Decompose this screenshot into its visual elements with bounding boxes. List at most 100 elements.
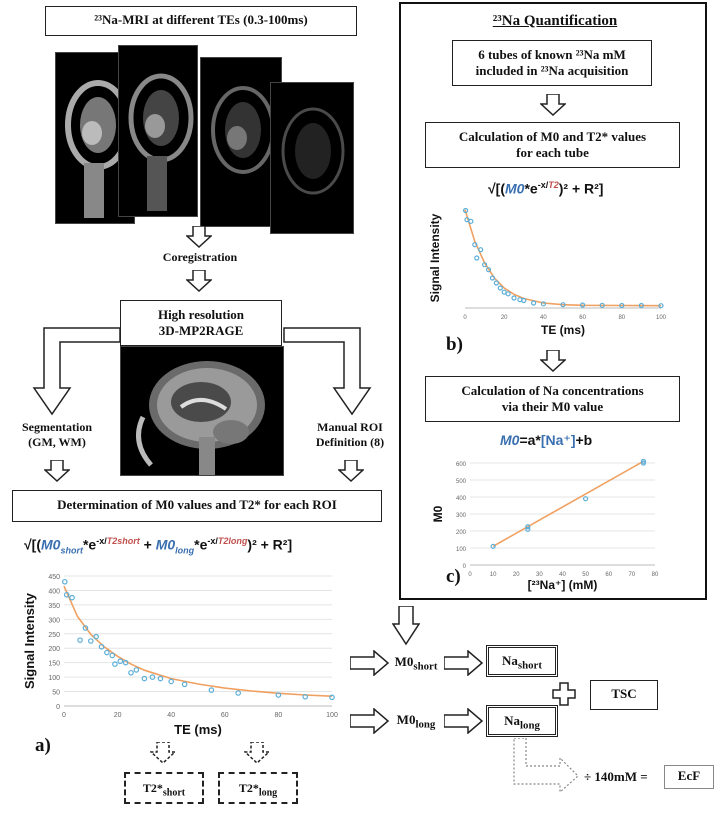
formula-a-m0long-sub: long: [175, 545, 195, 556]
nashort-sub: short: [517, 659, 542, 672]
data-point: [497, 285, 503, 291]
y-tick-label: 400: [48, 588, 60, 595]
tubes-line2: included in ²³Na acquisition: [475, 63, 629, 78]
data-point: [302, 693, 309, 700]
data-point: [157, 675, 164, 682]
t2long-box: T2*long: [218, 772, 298, 804]
data-point: [62, 578, 68, 585]
data-point: [599, 302, 605, 308]
x-tick-label: 80: [275, 712, 283, 719]
y-axis-title: Signal Intensity: [22, 592, 37, 689]
x-axis-title: TE (ms): [541, 323, 585, 337]
data-point: [474, 255, 480, 261]
data-point: [619, 302, 625, 309]
ecf-box: EcF: [664, 765, 714, 789]
y-tick-label: 0: [463, 564, 467, 570]
x-tick-label: 80: [652, 572, 659, 578]
x-tick-label: 50: [582, 572, 589, 578]
data-point: [88, 638, 94, 644]
mri-slice-4: [270, 82, 354, 234]
y-tick-label: 100: [456, 547, 467, 553]
formula-a-exp2-base: *e: [194, 536, 208, 553]
y-axis-title: M0: [431, 505, 445, 522]
quantification-panel: [399, 2, 707, 600]
arrow-right-m0short: [350, 650, 390, 676]
y-tick-label: 400: [456, 496, 467, 502]
data-point: [511, 295, 517, 301]
data-point: [149, 674, 156, 680]
y-tick-label: 350: [48, 603, 60, 610]
x-tick-label: 0: [468, 572, 472, 578]
coregistration-label: Coregistration: [162, 250, 238, 264]
segmentation-line1: Segmentation: [22, 420, 92, 434]
data-point: [181, 681, 188, 688]
arrow-down-seg: [44, 460, 70, 482]
calc-m0-line1: Calculation of M0 and T2* values: [458, 129, 647, 144]
manual-roi-line2: Definition (8): [315, 435, 385, 449]
data-point: [128, 669, 134, 676]
y-tick-label: 500: [456, 479, 467, 485]
nalong-text: Na: [504, 713, 521, 728]
tubes-box: 6 tubes of known ²³Na mM included in ²³N…: [452, 40, 652, 86]
segmentation-label: Segmentation (GM, WM): [14, 420, 100, 450]
tsc-box: TSC: [590, 680, 658, 710]
x-tick-label: 0: [463, 315, 467, 321]
data-point: [521, 297, 527, 304]
data-point: [640, 460, 647, 466]
formula-c: M0=a*[Na⁺]+b: [500, 432, 592, 449]
arrow-down-roi: [338, 460, 364, 482]
arrow-down-t2short: [150, 742, 176, 764]
formula-a-plus: +: [139, 536, 156, 553]
data-point: [638, 302, 644, 309]
mri-te-title: ²³Na-MRI at different TEs (0.3-100ms): [94, 12, 308, 27]
data-point: [583, 496, 589, 502]
formula-a-exp2: T2long: [217, 536, 248, 546]
x-tick-label: 100: [656, 315, 667, 321]
data-point: [122, 659, 129, 666]
nashort-text: Na: [502, 653, 518, 668]
x-axis-title: [²³Na⁺] (mM): [528, 578, 598, 592]
m0short-sub: short: [413, 660, 438, 673]
arrow-right-nashort: [444, 650, 484, 676]
x-tick-label: 20: [501, 315, 508, 321]
formula-a-exp1-pre: -x/: [96, 536, 107, 546]
formula-a-suffix: )² + R²]: [247, 536, 293, 553]
formula-c-na: [Na⁺]: [540, 432, 576, 448]
m0long-label: M0long: [390, 712, 442, 733]
data-point: [109, 652, 116, 659]
formula-c-m0: M0: [500, 432, 520, 448]
formula-b-exp-pre: -x/: [537, 180, 549, 190]
panel-label-a: a): [35, 735, 51, 756]
calc-na-line1: Calculation of Na concentrations: [461, 383, 644, 398]
arrow-bent-left: [32, 327, 121, 416]
data-point: [493, 280, 499, 286]
fit-line: [464, 209, 662, 307]
data-point: [63, 591, 70, 598]
data-point: [525, 524, 531, 530]
y-tick-label: 200: [456, 530, 467, 536]
x-tick-label: 40: [167, 712, 175, 719]
m0short-label: M0short: [390, 654, 442, 675]
nalong-box: Nalong: [486, 705, 558, 737]
arrow-right-m0long: [350, 708, 390, 734]
y-axis-title: Signal Intensity: [428, 213, 442, 302]
t2short-box: T2*short: [124, 772, 204, 804]
data-point: [478, 247, 484, 253]
t2short-text: T2*: [142, 781, 163, 795]
y-tick-label: 150: [48, 661, 60, 668]
data-point: [462, 207, 469, 214]
x-tick-label: 80: [618, 315, 625, 321]
t2long-text: T2*: [238, 781, 259, 795]
x-tick-label: 70: [629, 572, 636, 578]
calc-m0-box: Calculation of M0 and T2* values for eac…: [425, 122, 680, 168]
panel-label-b: b): [446, 334, 463, 355]
anatomical-mri-image: [120, 346, 284, 476]
calc-na-line2: via their M0 value: [501, 399, 604, 414]
data-point: [168, 678, 175, 685]
y-tick-label: 0: [56, 704, 60, 711]
data-point: [329, 694, 335, 701]
divide-label: ÷ 140mM =: [584, 769, 648, 784]
data-point: [235, 690, 242, 696]
